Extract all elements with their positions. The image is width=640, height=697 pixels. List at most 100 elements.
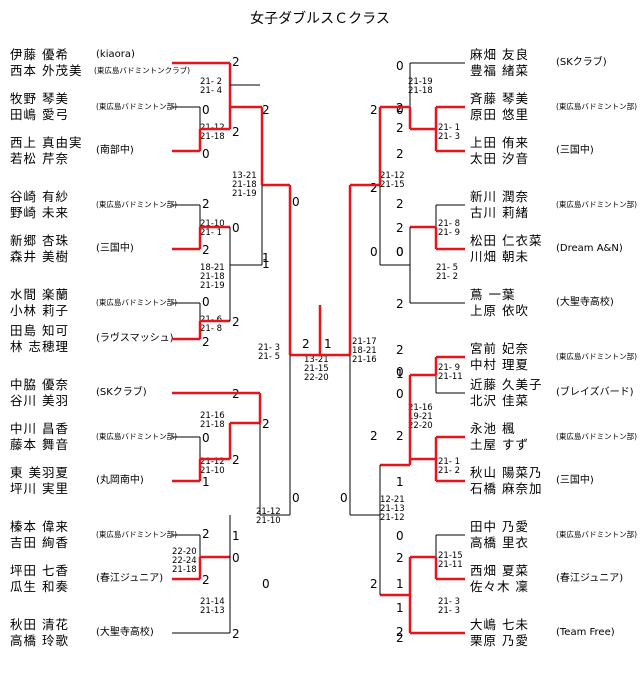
match-score: 2 [262,103,270,117]
match-score: 0 [292,491,300,505]
left-player-name: 牧野 琴美 [10,91,69,106]
right-player-name: 大嶋 七未 [470,617,529,632]
right-player-name: 石橋 麻奈加 [470,481,543,496]
match-score: 1 [232,529,240,543]
game-score: 13-21 21-18 21-19 [232,171,257,199]
left-player-name: 高橋 玲歌 [10,633,69,648]
left-club-name: (春江ジュニア) [96,573,164,584]
left-club-name: (東広島バドミントン部) [96,530,178,539]
match-score: 0 [232,551,240,565]
right-club-name: (東広島バドミントン部) [556,102,638,111]
game-score: 21-10 21- 1 [200,219,225,238]
right-player-name: 古川 莉緒 [470,205,529,220]
game-score: 21- 1 21- 2 [438,457,460,476]
match-score: 1 [324,337,332,351]
match-score: 2 [396,221,404,235]
left-club-name: (大聖寺高校) [96,627,154,638]
match-score: 0 [396,387,404,401]
left-club-name: (南部中) [96,145,134,156]
match-score: 0 [396,245,404,259]
page-title: 女子ダブルスＣクラス [250,11,390,27]
match-score: 2 [396,297,404,311]
match-score: 2 [302,337,310,351]
match-score: 1 [396,367,404,381]
match-score: 1 [262,257,270,271]
match-score: 0 [396,103,404,117]
game-score: 21- 3 21- 3 [438,597,460,616]
match-score: 2 [396,551,404,565]
match-score: 1 [396,601,404,615]
right-player-name: 豊福 緒菜 [470,63,529,78]
game-score: 21-12 21-15 [380,171,405,190]
right-player-name: 栗原 乃愛 [470,633,529,648]
match-score: 2 [396,343,404,357]
game-score: 21-16 21-18 [200,411,225,430]
right-club-name: (東広島バドミントン部) [556,530,638,539]
right-club-name: (三国中) [556,475,594,486]
left-player-name: 若松 芹奈 [10,151,69,166]
left-player-name: 田嶋 愛弓 [10,107,69,122]
game-score: 21-19 21-18 [408,77,433,96]
match-score: 2 [396,429,404,443]
right-player-name: 松田 仁衣菜 [470,233,543,248]
left-player-name: 林 志穂理 [10,339,69,354]
match-score: 2 [370,181,378,195]
left-player-name: 東 美羽夏 [10,465,69,480]
left-club-name: (SKクラブ) [96,387,147,398]
game-score: 18-21 21-18 21-19 [200,263,225,291]
left-club-name: (東広島バドミントン部) [96,298,178,307]
left-player-name: 田島 知可 [10,323,69,338]
left-club-name: (丸岡南中) [96,475,144,486]
match-score: 0 [292,195,300,209]
match-score: 2 [232,315,240,329]
left-club-name: (東広島バドミントン部) [96,102,178,111]
game-score: 21- 1 21- 3 [438,123,460,142]
left-player-name: 中川 昌香 [10,421,69,436]
match-score: 0 [396,245,404,259]
match-score: 2 [202,197,210,211]
match-score: 0 [202,147,210,161]
match-score: 0 [396,529,404,543]
right-player-name: 上田 侑来 [470,135,529,150]
match-score: 0 [262,577,270,591]
left-player-name: 水間 楽蘭 [10,287,69,302]
right-player-name: 麻畑 友良 [470,47,529,62]
left-player-name: 谷川 美羽 [10,393,69,408]
match-score: 2 [396,625,404,639]
match-score: 0 [202,295,210,309]
right-player-name: 原田 悠里 [470,107,529,122]
left-club-name: (三国中) [96,243,134,254]
match-score: 2 [202,527,210,541]
right-club-name: (大聖寺高校) [556,297,614,308]
match-score: 2 [232,55,240,69]
game-score: 21-14 21-13 [200,597,225,616]
match-score: 2 [232,125,240,139]
left-player-name: 中脇 優奈 [10,377,69,392]
match-score: 0 [340,491,348,505]
right-club-name: (東広島バドミントン部) [556,200,638,209]
right-player-name: 田中 乃愛 [470,519,529,534]
match-score: 2 [202,335,210,349]
right-player-name: 永池 楓 [470,421,516,436]
game-score: 21- 9 21-11 [438,363,463,382]
game-score: 13-21 21-15 22-20 [304,355,329,383]
match-score: 2 [232,627,240,641]
match-score: 1 [262,251,270,265]
match-score: 1 [202,475,210,489]
left-player-name: 坪川 実里 [10,481,69,496]
left-club-name: (東広島バドミントン部) [96,432,178,441]
left-club-name: (ラヴスマッシュ) [96,333,174,344]
match-score: 2 [370,429,378,443]
match-score: 2 [202,243,210,257]
left-player-name: 森井 美樹 [10,249,69,264]
right-player-name: 上原 依吹 [470,303,529,318]
right-player-name: 高橋 里衣 [470,535,529,550]
right-club-name: (ブレイズバード) [556,387,634,398]
game-score: 21-15 21-11 [438,551,463,570]
right-player-name: 中村 理夏 [470,357,529,372]
right-player-name: 土屋 すず [470,437,529,452]
left-player-name: 谷崎 有紗 [10,189,69,204]
right-club-name: (東広島バドミントン部) [556,352,638,361]
game-score: 21- 8 21- 9 [438,219,460,238]
